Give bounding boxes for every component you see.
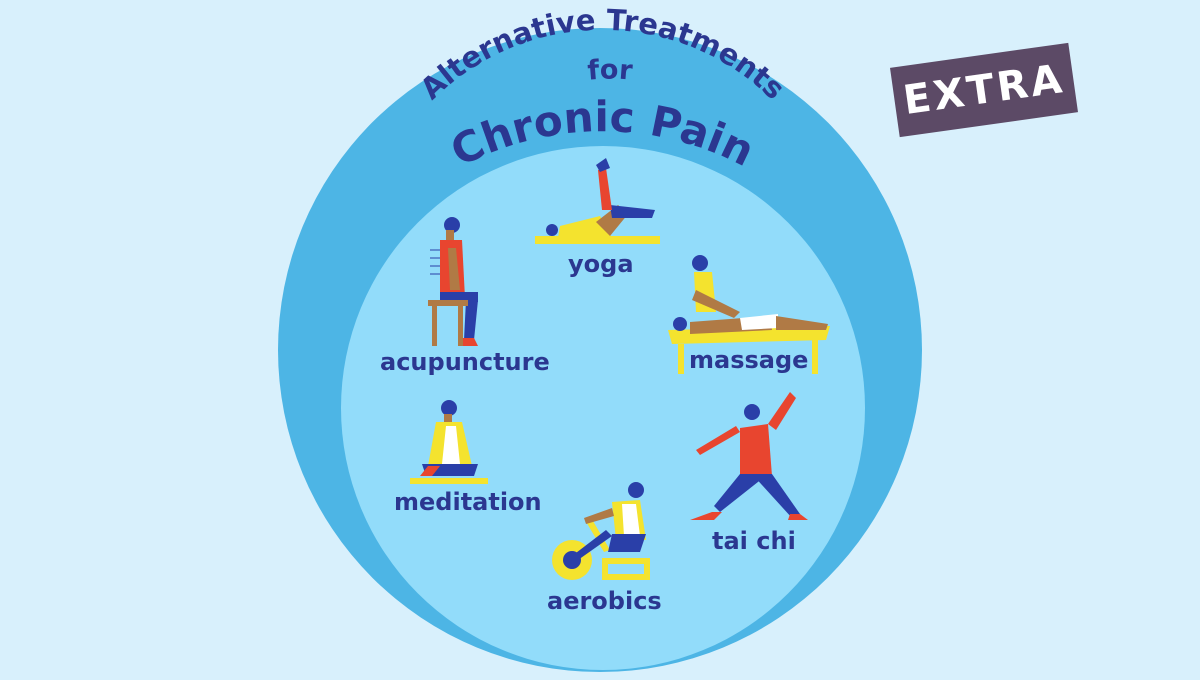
treatment-label-yoga: yoga	[568, 250, 634, 278]
treatment-label-meditation: meditation	[394, 488, 542, 516]
treatment-label-aerobics: aerobics	[547, 587, 662, 615]
meditation-figure-icon	[410, 400, 488, 484]
aerobics-figure-icon	[552, 482, 650, 580]
treatment-label-acupuncture: acupuncture	[380, 348, 550, 376]
yoga-figure-icon	[535, 158, 660, 244]
acupuncture-figure-icon	[428, 217, 478, 346]
treatment-label-massage: massage	[689, 346, 809, 374]
inner-circle	[341, 146, 865, 670]
tai-chi-figure-icon	[690, 392, 808, 520]
title-line2: for	[586, 55, 634, 87]
massage-figure-icon	[668, 255, 830, 374]
extra-badge-text: EXTRA	[900, 55, 1068, 125]
treatment-label-tai-chi: tai chi	[712, 527, 796, 555]
